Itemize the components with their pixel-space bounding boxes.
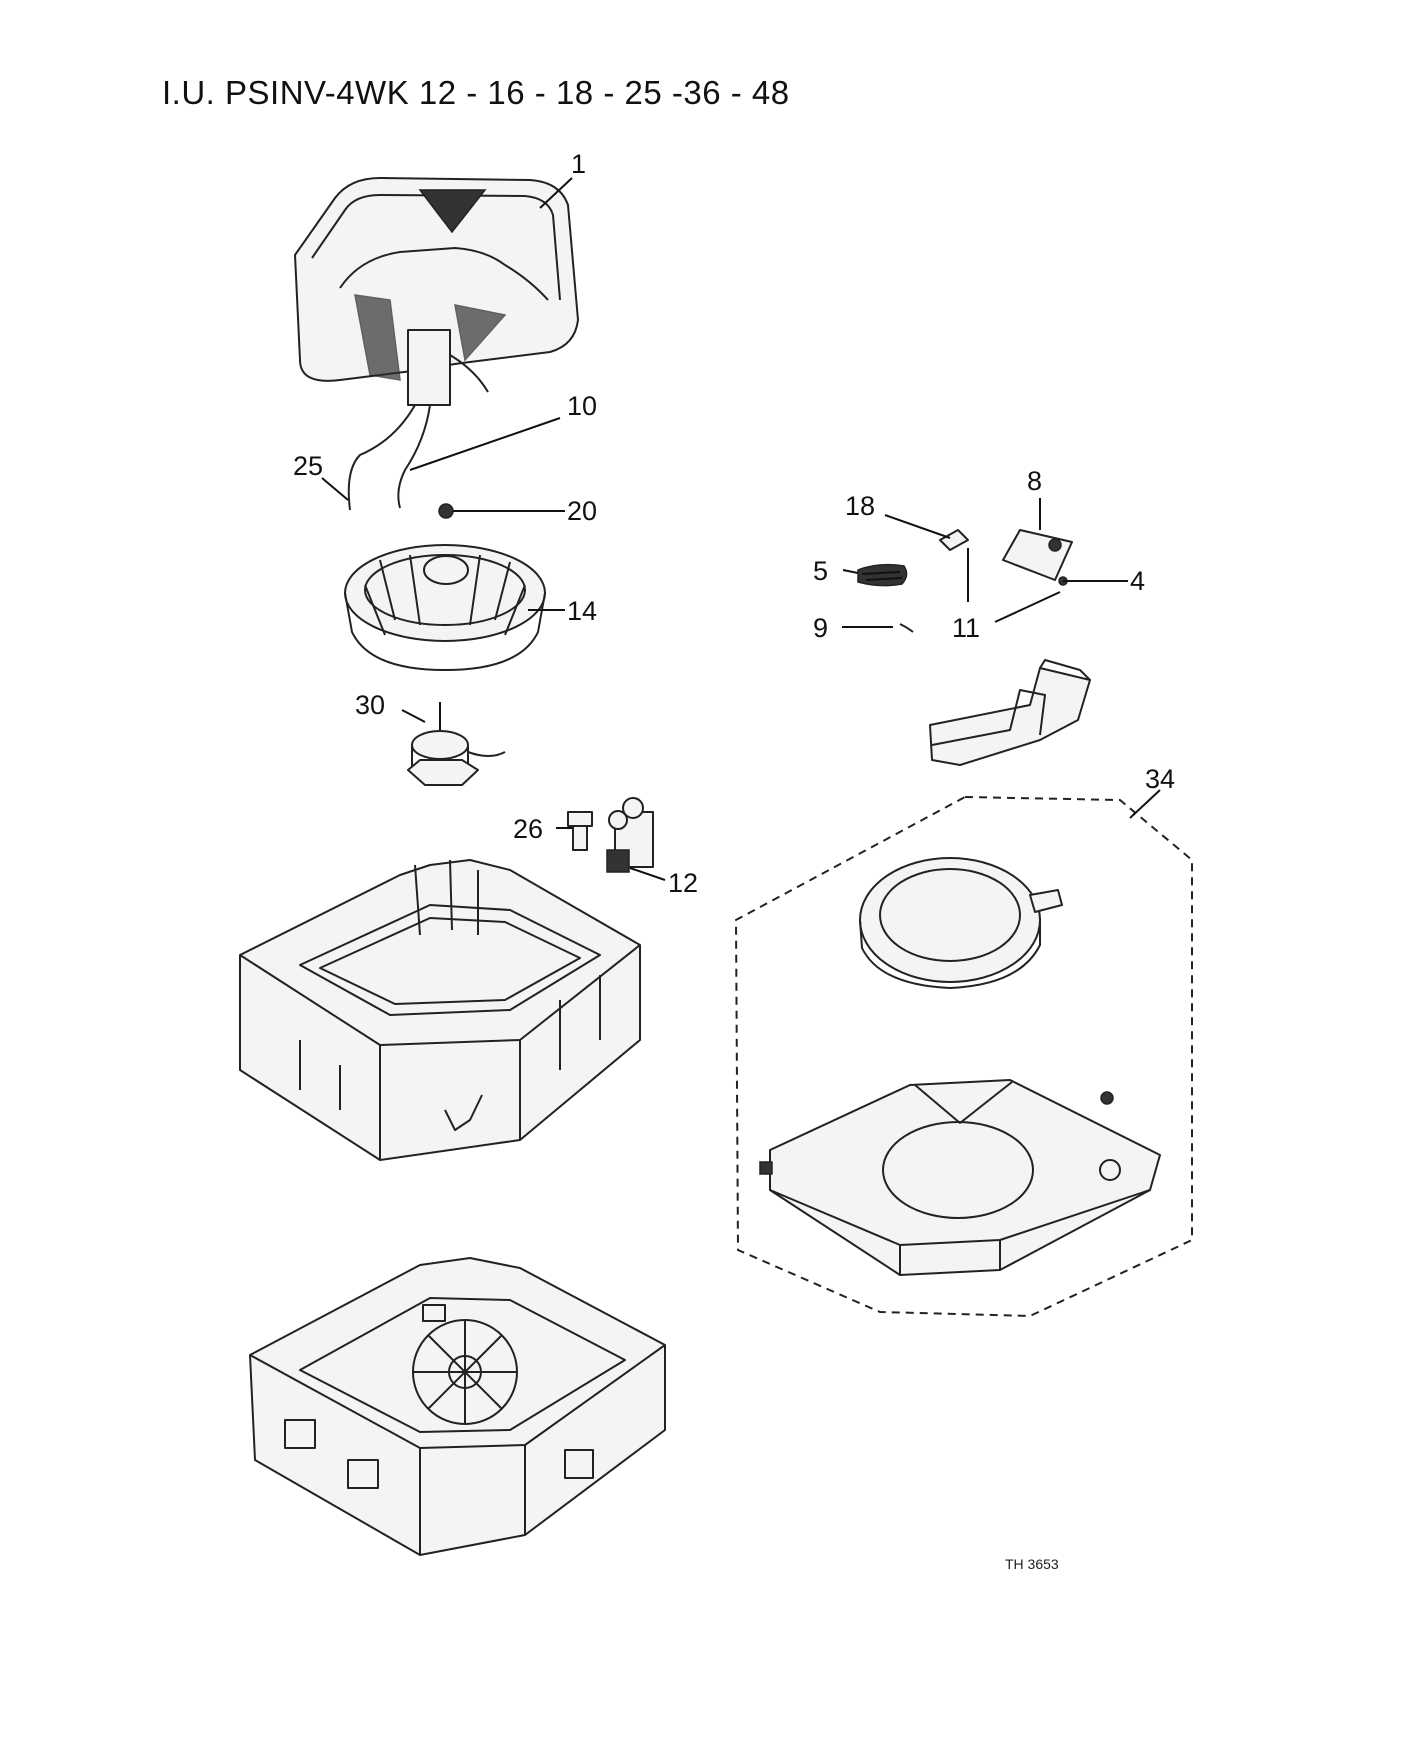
- leader-lines: [321, 177, 1161, 881]
- pipe-10: [397, 404, 431, 509]
- callout-12: 12: [668, 868, 698, 898]
- callout-5: 5: [813, 556, 828, 586]
- callout-9: 9: [813, 613, 828, 643]
- drain-pan: [239, 859, 641, 1161]
- control-box-bracket: [929, 659, 1091, 766]
- callout-8: 8: [1027, 466, 1042, 496]
- bell-mouth-ring: [859, 857, 1063, 989]
- fan-motor: [407, 702, 506, 786]
- callout-18: 18: [845, 491, 875, 521]
- pipe-25: [347, 404, 416, 511]
- callout-1: 1: [571, 149, 586, 179]
- diagram-title: I.U. PSINV-4WK 12 - 16 - 18 - 25 -36 - 4…: [162, 74, 790, 111]
- fan-support-frame: [759, 1079, 1161, 1276]
- callout-10: 10: [567, 391, 597, 421]
- callout-34: 34: [1145, 764, 1175, 794]
- callout-14: 14: [567, 596, 597, 626]
- callout-30: 30: [355, 690, 385, 720]
- assembly-34-outline: [734, 795, 1193, 1318]
- cabinet-casing: [249, 1257, 666, 1556]
- callout-25: 25: [293, 451, 323, 481]
- heat-exchanger-coil: [294, 177, 579, 406]
- callout-11: 11: [952, 613, 980, 643]
- nut-20: [438, 503, 454, 519]
- float-switch-and-pump: [567, 797, 654, 873]
- callout-26: 26: [513, 814, 543, 844]
- drawing-reference-code: TH 3653: [1005, 1556, 1059, 1572]
- callout-20: 20: [567, 496, 597, 526]
- centrifugal-fan: [344, 544, 546, 671]
- callout-4: 4: [1130, 566, 1145, 596]
